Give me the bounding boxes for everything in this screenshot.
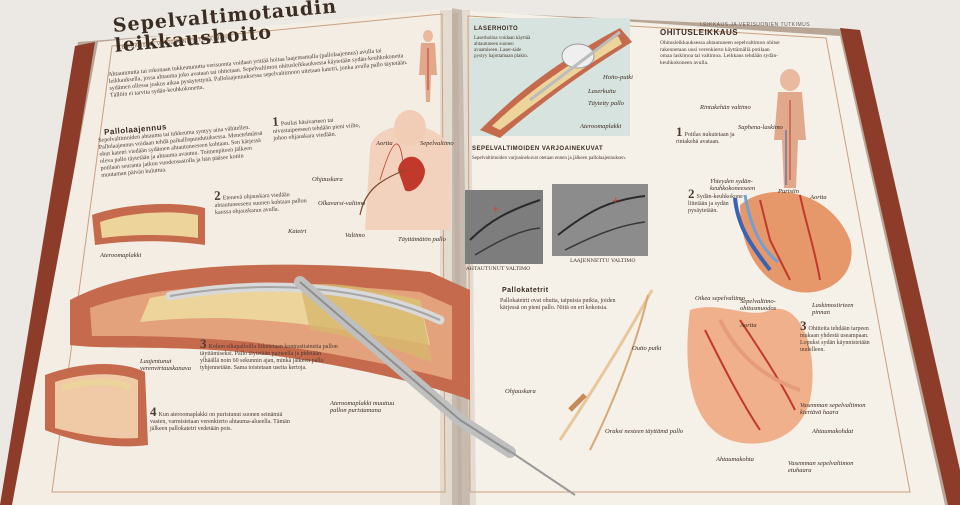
label-puristin: Puristin bbox=[778, 188, 799, 195]
label-ateroomaplakki-right: Ateroomaplakki bbox=[580, 123, 622, 130]
label-valtimo: Valtimo bbox=[345, 232, 365, 239]
label-taytetty-pallo-bottom: Oraksi nesteen täyttämä pallo bbox=[605, 428, 684, 435]
label-olkavarsivaltimo: Olkavarsi-valtimo bbox=[318, 200, 366, 207]
label-oikea-sepelvaltimo: Oikea sepelvaltimo bbox=[695, 295, 745, 302]
cover-spine-right bbox=[840, 28, 960, 505]
angio-text: Sepelvaltimoiden varjoainekuvat otetaan … bbox=[472, 156, 626, 161]
svg-text:+: + bbox=[492, 205, 500, 215]
label-saphena: Saphena-laskimo bbox=[738, 124, 783, 131]
label-plakki-puristama: Ateroomaplakki muuttuu pallon puristaman… bbox=[330, 400, 395, 414]
label-sepelvaltimo-ohitus: Sepelvaltimo-ohitusmuodos bbox=[740, 298, 777, 312]
step-4-number: 4 bbox=[150, 404, 157, 419]
label-rintakehan-valtimo: Rintakehän valtimo bbox=[700, 104, 751, 111]
angiogram-right: + bbox=[552, 184, 648, 256]
ohitus-text: Ohitusleikkauksessa ahtautuneen sepelval… bbox=[660, 40, 780, 66]
ohitus-step-1-body: Potilas nukutetaan ja rintakehä avataan. bbox=[676, 132, 735, 145]
step-2-number: 2 bbox=[213, 187, 222, 203]
body-figure-small bbox=[419, 30, 437, 102]
label-katetri: Katetri bbox=[288, 228, 307, 235]
label-ohjauskara: Ohjauskara bbox=[312, 176, 343, 183]
pallokatetri-heading: Pallokatetrit bbox=[502, 287, 549, 294]
caption-laajennettu: LAAJENNETTU VALTIMO bbox=[570, 258, 636, 264]
label-aortta: Aortta bbox=[376, 140, 393, 147]
artery-large-illustration bbox=[70, 264, 576, 496]
angiogram-left: + bbox=[465, 190, 543, 264]
label-sepelvaltimo: Sepelvaltimo bbox=[420, 140, 454, 147]
label-outto-putki: Outto putki bbox=[632, 345, 662, 352]
label-ateroomaplakki: Ateroomaplakki bbox=[100, 252, 142, 259]
label-aortta-lower: Aortta bbox=[740, 322, 757, 329]
ohitus-step-3-number: 3 bbox=[800, 318, 807, 333]
label-vasen-etuhaara: Vasemman sepelvaltimon etuhaara bbox=[788, 460, 854, 474]
laser-heading: LASERHOITO bbox=[474, 26, 519, 32]
ohitus-step-2-body: Sydän-keuhkokone liitetään ja sydän pysä… bbox=[688, 194, 743, 214]
artery-small-top bbox=[92, 204, 205, 245]
laser-illustration bbox=[470, 18, 632, 138]
patient-torso-illustration bbox=[359, 110, 450, 230]
heart-bypass-illustration bbox=[733, 191, 852, 293]
label-vasen-kiertava: Vasemman sepelvaltimon kiertävä haara bbox=[800, 402, 866, 416]
step-4-body: Kun ateroomaplakki on puristunut suonen … bbox=[150, 412, 290, 432]
cover-spine-left bbox=[0, 42, 95, 505]
pallokatetri-text: Pallokatetrit ovat ohuita, taipuisia put… bbox=[500, 298, 616, 311]
ohitus-heading: OHITUSLEIKKAUS bbox=[660, 28, 739, 37]
label-aortta-right: Aortta bbox=[810, 194, 827, 201]
ohitus-step-2-number: 2 bbox=[688, 186, 695, 201]
label-laserkuitu: Laserkuitu bbox=[588, 88, 616, 95]
ohitus-step-1-number: 1 bbox=[676, 124, 683, 139]
body-figure-right bbox=[774, 69, 806, 188]
label-yhteyden: Yhteyden sydän-keuhkokoneeseen bbox=[710, 178, 756, 192]
step-3-body: Kohon siltapalloilla liikutetaan kontras… bbox=[200, 344, 338, 371]
step-1-number: 1 bbox=[271, 113, 280, 129]
balloon-catheters bbox=[558, 289, 654, 451]
svg-text:+: + bbox=[612, 196, 620, 206]
label-ahtaumakohdat: Ahtaumakohdat bbox=[812, 428, 854, 435]
label-tayttamaton-pallo: Täyttämätön pallo bbox=[398, 236, 446, 243]
label-laajentunut: Laajentunut verenvirtauskanava bbox=[140, 358, 192, 372]
label-ohjauskara-right: Ohjauskara bbox=[505, 388, 536, 395]
ohitus-step-3-body: Ohitteita tehdään tarpeen mukaan yhdestä… bbox=[800, 326, 870, 353]
label-taytetty-pallo: Täytetty pallo bbox=[588, 100, 624, 107]
label-hoitoputki: Hoito-putki bbox=[603, 74, 633, 81]
angio-heading: SEPELVALTIMOIDEN VARJOAINEKUVAT bbox=[472, 146, 604, 152]
caption-ahtautunut: AHTAUTUNUT VALTIMO bbox=[466, 266, 531, 272]
step-3-number: 3 bbox=[200, 336, 207, 351]
artery-small-bottom bbox=[45, 364, 148, 447]
heart-lower-illustration bbox=[687, 307, 813, 444]
label-laskimosiirre: Laskimosiirteen pinnan bbox=[812, 302, 854, 316]
step-2-body: Etenevä ohjauskara viedään ahtautuneesee… bbox=[214, 192, 307, 216]
laser-text: Laserhoitoa voidaan käyttää ahtautuneen … bbox=[474, 36, 531, 59]
right-section-header: LEIKKAUS JA VERISUONIEN TUTKIMUS bbox=[700, 22, 811, 28]
label-ahtaumakohta: Ahtaumakohta bbox=[716, 456, 754, 463]
